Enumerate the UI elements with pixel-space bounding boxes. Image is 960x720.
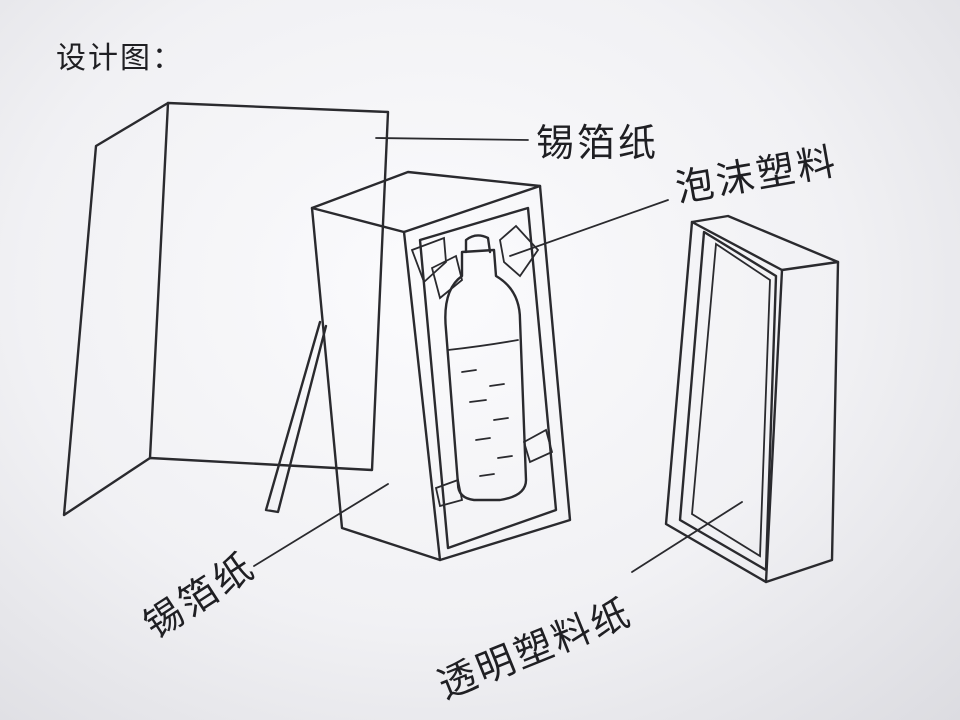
label-foil-top: 锡箔纸 [536,121,660,165]
transparent-lid-frame [664,214,840,584]
leader-lines [253,137,743,573]
open-box [310,170,572,562]
foam-pieces [410,224,554,508]
diagram-title: 设计图： [56,41,184,76]
foil-back-panel [62,101,390,517]
bottle [444,234,528,502]
